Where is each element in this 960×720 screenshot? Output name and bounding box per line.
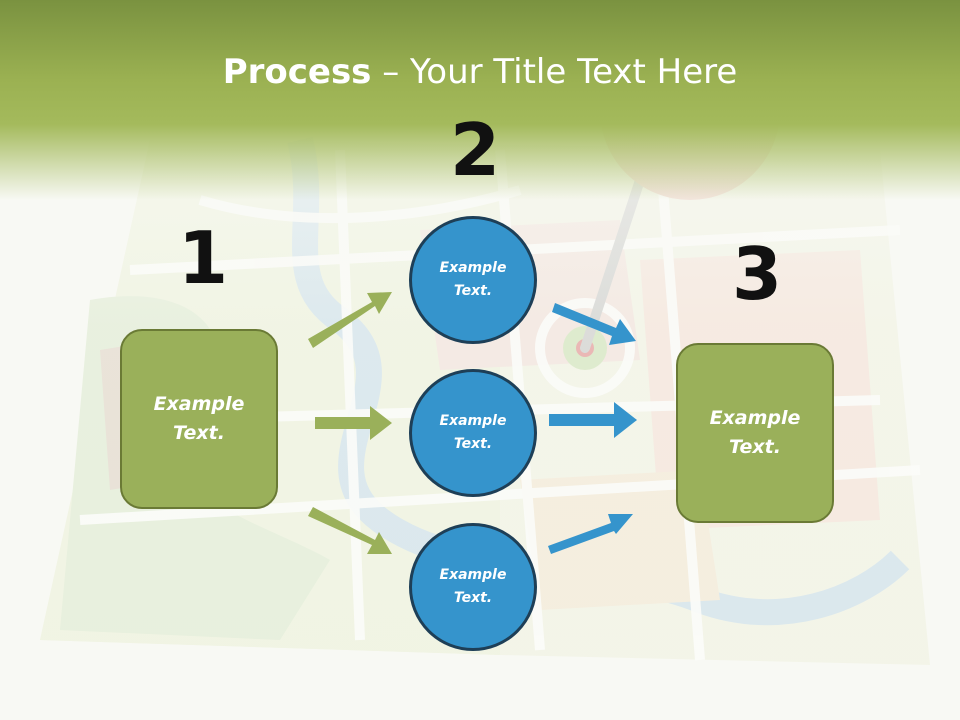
step-1-box-text: Example Text. xyxy=(153,393,245,444)
circle-middle-text: Example Text. xyxy=(439,413,507,452)
step-2-circle-middle: Example Text. xyxy=(409,369,537,497)
page-title: Process – Your Title Text Here xyxy=(0,52,960,92)
step-number-1: 1 xyxy=(178,216,229,300)
title-rest: – Your Title Text Here xyxy=(371,52,738,92)
title-bold: Process xyxy=(222,52,372,92)
arrow-green-up xyxy=(308,292,392,348)
step-3-box-text: Example Text. xyxy=(709,407,801,458)
step-3-box: Example Text. xyxy=(676,343,834,523)
circle-bottom-text: Example Text. xyxy=(439,567,507,606)
arrow-blue-right xyxy=(549,402,637,438)
step-2-circle-top: Example Text. xyxy=(409,216,537,344)
arrow-green-down xyxy=(308,507,392,554)
circle-top-text: Example Text. xyxy=(439,260,507,299)
step-number-2: 2 xyxy=(450,108,501,192)
arrow-green-right xyxy=(315,406,392,440)
step-1-box: Example Text. xyxy=(120,329,278,509)
header-band xyxy=(0,0,960,200)
step-number-3: 3 xyxy=(732,232,783,316)
arrow-blue-up xyxy=(548,514,633,554)
arrow-blue-down xyxy=(552,303,636,345)
step-2-circle-bottom: Example Text. xyxy=(409,523,537,651)
